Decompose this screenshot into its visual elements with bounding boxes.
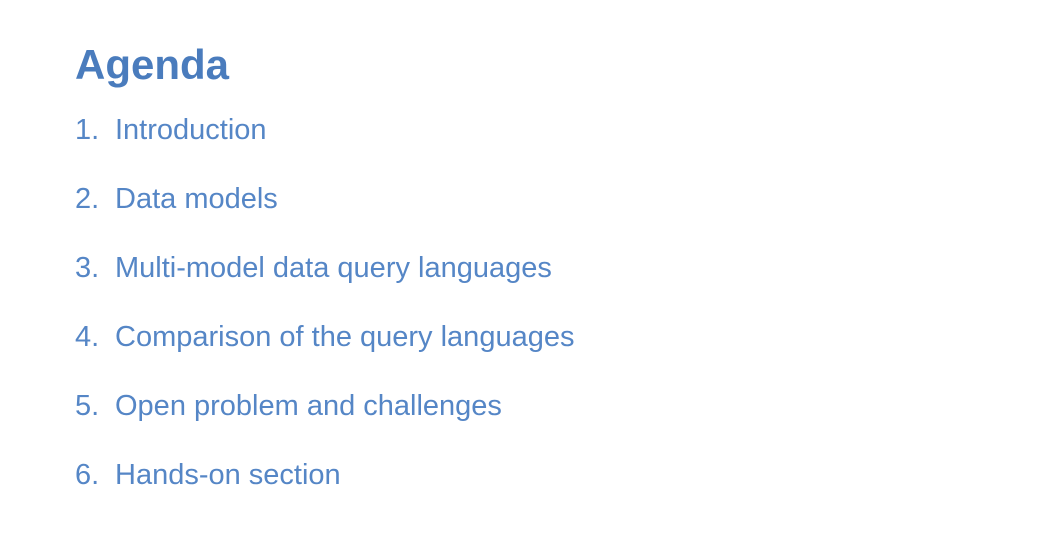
slide-title: Agenda [75,41,230,89]
agenda-item-label: Open problem and challenges [115,390,502,422]
agenda-item-hands-on-section: 6. Hands-on section [75,441,574,510]
agenda-item-number: 1. [75,114,100,146]
agenda-item-label: Multi-model data query languages [115,252,552,284]
agenda-list: 1. Introduction 2. Data models 3. Multi-… [75,96,574,510]
agenda-item-data-models: 2. Data models [75,165,574,234]
agenda-item-label: Introduction [115,114,267,146]
agenda-item-label: Comparison of the query languages [115,321,575,353]
agenda-item-number: 6. [75,459,100,491]
agenda-item-multi-model-query-languages: 3. Multi-model data query languages [75,234,574,303]
agenda-item-number: 3. [75,252,100,284]
agenda-item-comparison-query-languages: 4. Comparison of the query languages [75,303,574,372]
agenda-item-number: 2. [75,183,100,215]
agenda-item-introduction: 1. Introduction [75,96,574,165]
agenda-item-number: 4. [75,321,100,353]
agenda-item-label: Hands-on section [115,459,341,491]
agenda-item-number: 5. [75,390,100,422]
agenda-item-label: Data models [115,183,278,215]
agenda-item-open-problem-challenges: 5. Open problem and challenges [75,372,574,441]
